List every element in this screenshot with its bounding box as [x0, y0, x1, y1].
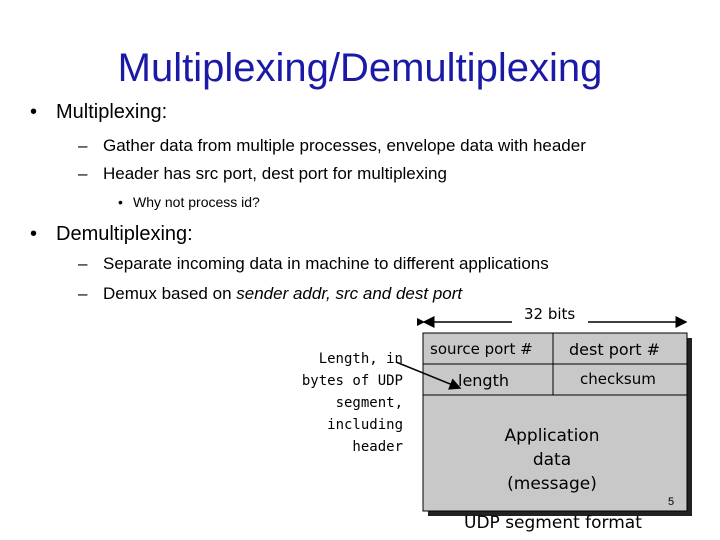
payload-label: Application data (message) [472, 424, 632, 496]
length-label: length [458, 371, 509, 390]
payload-line-3: (message) [507, 474, 597, 494]
dash-bullet: – [78, 284, 88, 303]
field-payload [422, 394, 688, 512]
demux-item-1: Separate incoming data in machine to dif… [103, 254, 549, 273]
dash-bullet: – [78, 254, 88, 273]
bullet-dot: • [30, 223, 38, 245]
side-label-line-1: Length, in [318, 351, 403, 367]
mux-sub-item: Why not process id? [133, 194, 260, 210]
side-label-line-5: header [352, 439, 403, 455]
checksum-label: checksum [580, 370, 656, 388]
bullet-dot: • [30, 101, 38, 123]
mux-item-2: Header has src port, dest port for multi… [103, 164, 447, 183]
side-label-line-3: segment, [335, 395, 403, 411]
length-side-label: Length, in bytes of UDP segment, includi… [278, 348, 403, 458]
side-label-line-4: including [327, 417, 403, 433]
payload-line-2: data [532, 450, 572, 470]
diagram-caption: UDP segment format [464, 513, 642, 533]
demux-italic-part: sender addr, src and dest port [236, 284, 463, 303]
mux-item-1: Gather data from multiple processes, env… [103, 136, 586, 155]
payload-line-1: Application [504, 426, 600, 446]
source-port-label: source port # [430, 340, 533, 358]
page-number: 5 [668, 496, 675, 508]
width-label: 32 bits [520, 305, 580, 323]
dash-bullet: – [78, 136, 88, 155]
demux-heading: Demultiplexing: [56, 223, 193, 245]
mux-heading: Multiplexing: [56, 101, 168, 123]
slide-title: Multiplexing/Demultiplexing [117, 46, 603, 90]
side-label-line-2: bytes of UDP [301, 373, 403, 389]
dash-bullet: – [78, 164, 88, 183]
dest-port-label: dest port # [569, 340, 660, 359]
sub-bullet-dot: • [118, 194, 123, 210]
length-pointer-arrow [395, 361, 462, 390]
demux-item-2: Demux based on sender addr, src and dest… [103, 284, 463, 303]
